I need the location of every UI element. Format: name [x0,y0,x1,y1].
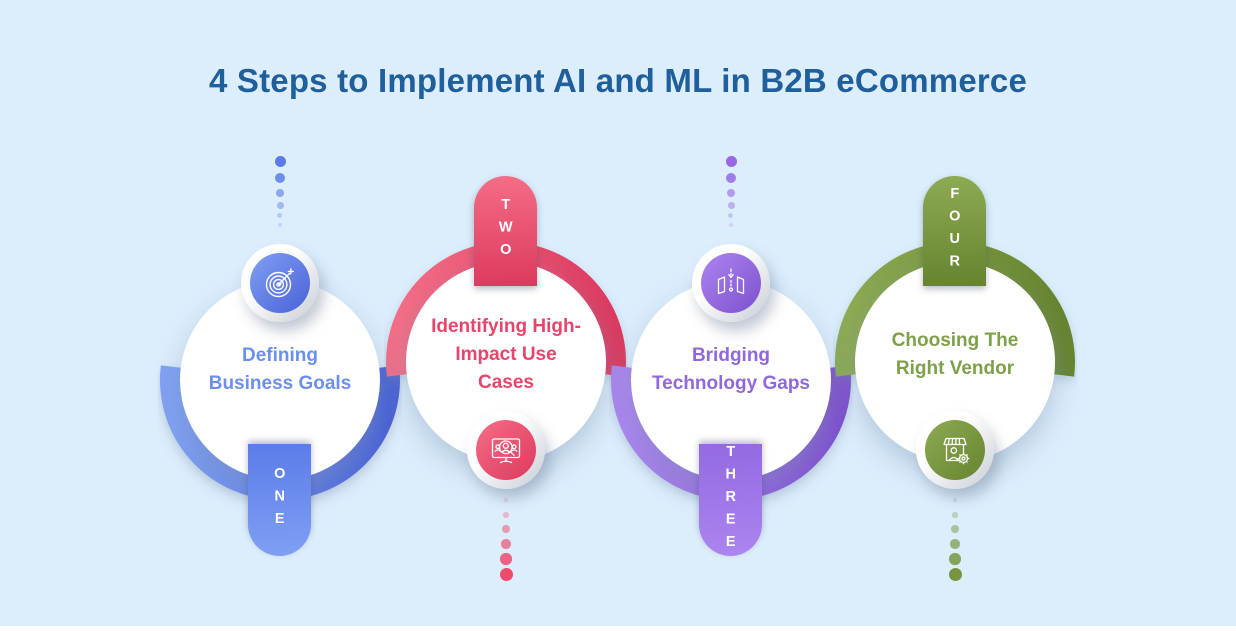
step-title: Choosing The Right Vendor [892,327,1019,397]
step-number-ribbon: THREE [699,444,762,556]
dot [277,202,284,209]
step-number-ribbon: FOUR [923,176,986,286]
dot [951,525,959,533]
step-four: Choosing The Right Vendor FOUR [833,140,1077,610]
step-one: Defining Business Goals ONE [158,140,402,610]
step-title-line: Cases [478,372,534,393]
step-number-label: THREE [722,443,739,557]
step-title: Identifying High- Impact Use Cases [431,313,581,411]
step-two: Identifying High- Impact Use Cases TWO [384,140,628,610]
dot [949,553,961,565]
dot [503,512,509,518]
dot [950,539,960,549]
dot [953,498,957,502]
dot [728,202,735,209]
target-goal-icon [250,253,310,313]
step-number-ribbon: TWO [474,176,537,286]
dot [726,173,736,183]
icon-badge [916,411,994,489]
dot [276,189,284,197]
dot [278,223,282,227]
dot [500,553,512,565]
dot [502,525,510,533]
icon-badge [467,411,545,489]
step-title-line: Right Vendor [895,358,1015,379]
vendor-store-icon [925,420,985,480]
step-title: Bridging Technology Gaps [652,342,810,418]
step-title-line: Technology Gaps [651,373,810,394]
step-title-line: Identifying High- [431,316,581,337]
step-number-ribbon: ONE [248,444,311,556]
step-number-label: ONE [271,466,288,534]
dot [275,156,286,167]
bottom-border [0,626,1236,631]
icon-badge [692,244,770,322]
step-title-line: Choosing The [891,330,1019,351]
step-title: Defining Business Goals [209,342,352,418]
audience-analysis-icon [476,420,536,480]
icon-badge [241,244,319,322]
step-circle: Identifying High- Impact Use Cases [406,262,606,462]
step-title-line: Defining [242,345,318,366]
technology-gap-icon [701,253,761,313]
step-title-line: Bridging [691,345,771,366]
dot [501,539,511,549]
dot [726,156,737,167]
step-title-line: Business Goals [208,373,352,394]
dot [728,213,733,218]
dot [275,173,285,183]
step-title-line: Impact Use [455,344,557,365]
dot [949,568,962,581]
step-three: Bridging Technology Gaps THREE [609,140,853,610]
dot [729,223,733,227]
dot [277,213,282,218]
dot [504,498,508,502]
dot [952,512,958,518]
step-number-label: FOUR [946,185,963,277]
dot [727,189,735,197]
dot [500,568,513,581]
step-number-label: TWO [497,197,514,265]
page-title: 4 Steps to Implement AI and ML in B2B eC… [208,62,1028,99]
